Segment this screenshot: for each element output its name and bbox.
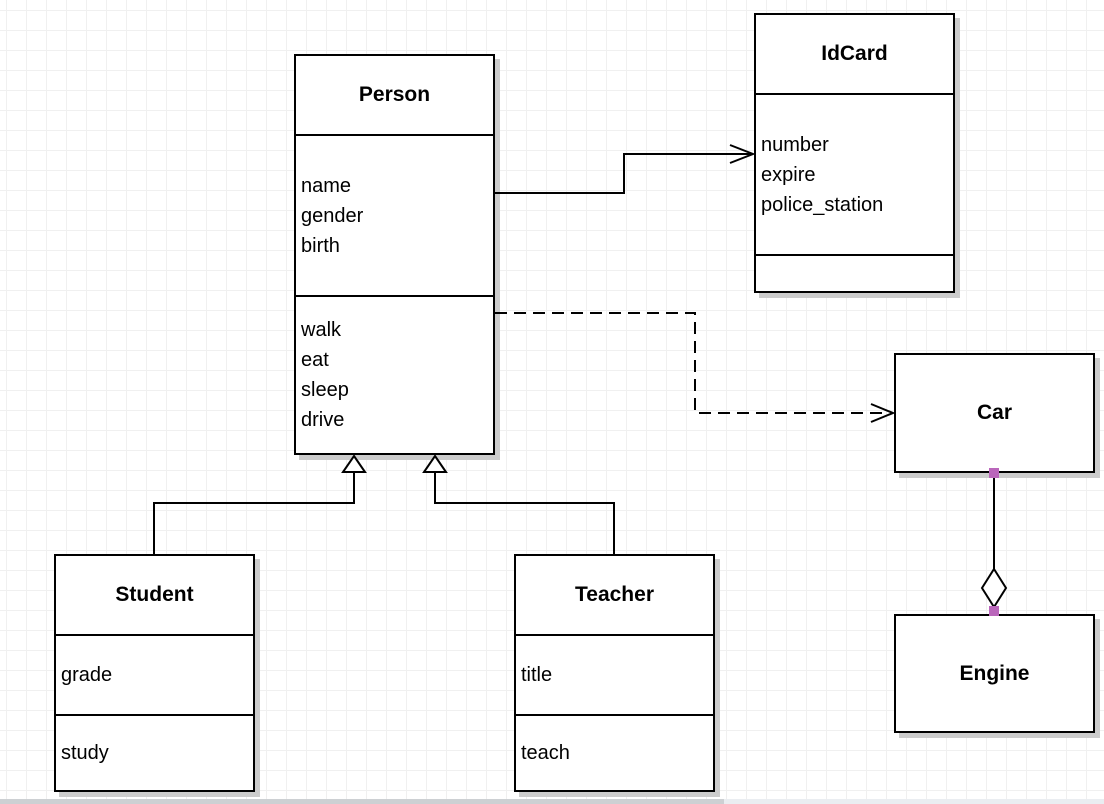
method: teach: [521, 742, 570, 764]
class-title-person: Person: [358, 83, 431, 106]
class-title-student: Student: [115, 583, 194, 606]
attributes-section-teacher: title: [516, 634, 713, 714]
endpoint-handle[interactable]: [989, 606, 999, 616]
hollow-triangle-icon: [422, 454, 448, 473]
methods-section-idcard: [756, 254, 953, 291]
method: study: [61, 742, 109, 764]
attributes-section-idcard: number expire police_station: [756, 93, 953, 254]
class-box-car[interactable]: Car: [894, 353, 1095, 473]
hollow-diamond-icon: [980, 567, 1008, 609]
class-box-person[interactable]: Person name gender birth walk eat sleep …: [294, 54, 495, 455]
attribute: gender: [301, 204, 364, 227]
class-box-idcard[interactable]: IdCard number expire police_station: [754, 13, 955, 293]
method: walk: [301, 319, 342, 341]
generalization-arrow-student-person[interactable]: [153, 454, 367, 554]
canvas-bottom-edge: [724, 799, 1104, 804]
attribute: expire: [761, 163, 816, 186]
methods-section-teacher: teach: [516, 714, 713, 790]
attribute: birth: [301, 234, 340, 257]
attribute: number: [761, 133, 829, 156]
method: drive: [301, 409, 345, 431]
class-title-car: Car: [976, 401, 1013, 424]
methods-section-person: walk eat sleep drive: [296, 295, 493, 453]
attributes-section-person: name gender birth: [296, 134, 493, 295]
methods-section-student: study: [56, 714, 253, 790]
method: eat: [301, 349, 329, 371]
attribute: title: [521, 664, 553, 686]
attributes-section-student: grade: [56, 634, 253, 714]
open-arrowhead-icon: [729, 144, 756, 164]
endpoint-handle[interactable]: [989, 468, 999, 478]
generalization-arrow-teacher-person[interactable]: [422, 454, 615, 554]
hollow-triangle-icon: [341, 454, 367, 473]
association-arrow-person-idcard[interactable]: [495, 144, 756, 194]
open-arrowhead-icon: [870, 403, 896, 423]
class-box-student[interactable]: Student grade study: [54, 554, 255, 792]
attribute: name: [301, 174, 352, 197]
class-title-engine: Engine: [959, 661, 1030, 685]
class-box-teacher[interactable]: Teacher title teach: [514, 554, 715, 792]
class-box-engine[interactable]: Engine: [894, 614, 1095, 733]
attribute: police_station: [761, 193, 884, 216]
attribute: grade: [61, 664, 113, 686]
dependency-arrow-person-car[interactable]: [495, 312, 896, 423]
aggregation-link-car-engine[interactable]: [980, 468, 1008, 616]
class-title-teacher: Teacher: [575, 583, 654, 606]
class-title-idcard: IdCard: [821, 42, 888, 65]
canvas-bottom-edge: [0, 799, 724, 804]
method: sleep: [301, 379, 349, 401]
